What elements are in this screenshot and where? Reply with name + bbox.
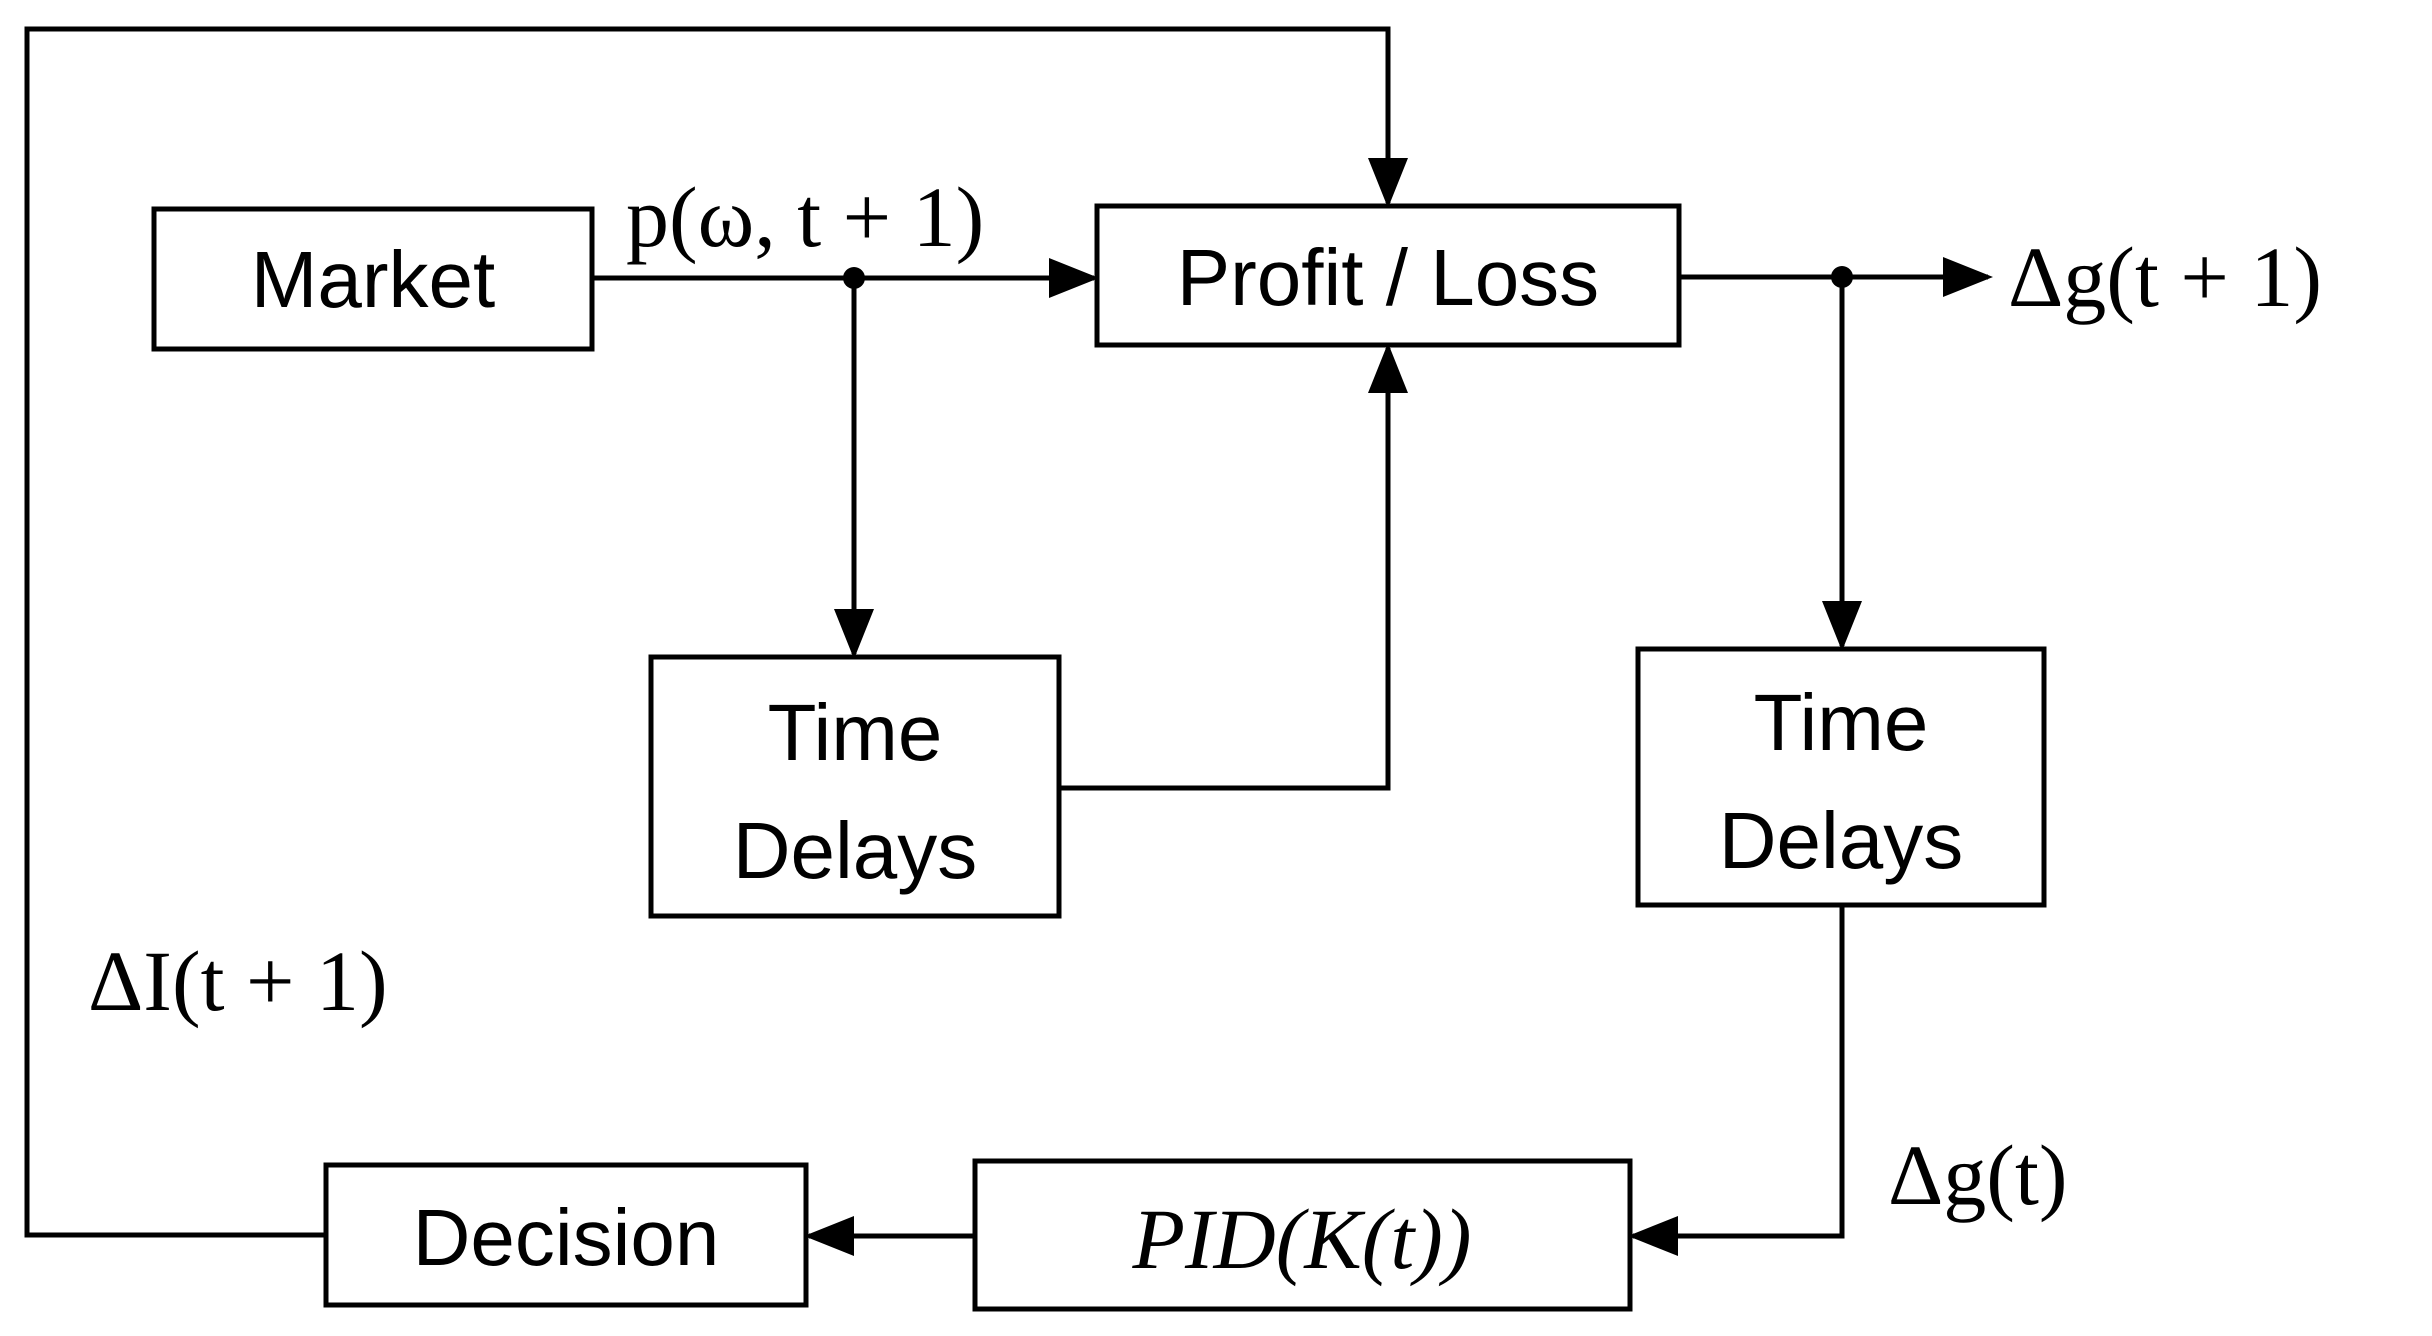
time-delays-right-block: Time Delays	[1635, 646, 2047, 908]
arrow-delays-left-to-profit	[1059, 343, 1408, 791]
time-delays-left-line2: Delays	[733, 806, 978, 895]
gain-delayed-label: Δg(t)	[1888, 1127, 2067, 1223]
arrow-delays-right-to-pid	[1628, 905, 1845, 1256]
profit-loss-block: Profit / Loss	[1094, 203, 1682, 348]
time-delays-left-block: Time Delays	[648, 654, 1062, 919]
pid-label: PID(K(t))	[1131, 1191, 1471, 1287]
junction-dot-price	[843, 267, 865, 289]
investment-signal-label: ΔI(t + 1)	[88, 933, 388, 1029]
time-delays-right-line1: Time	[1754, 678, 1929, 767]
price-signal-label: p(ω, t + 1)	[626, 169, 984, 265]
time-delays-right-line2: Delays	[1719, 796, 1964, 885]
connections	[24, 26, 1993, 1256]
arrow-decision-feedback	[24, 26, 1408, 1238]
junction-dot-gain	[1831, 266, 1853, 288]
gain-output-label: Δg(t + 1)	[2008, 229, 2322, 325]
market-block: Market	[151, 206, 595, 352]
decision-block: Decision	[323, 1162, 809, 1308]
time-delays-left-line1: Time	[768, 688, 943, 777]
market-label: Market	[251, 235, 496, 324]
pid-block: PID(K(t))	[972, 1158, 1633, 1312]
profit-loss-label: Profit / Loss	[1177, 233, 1599, 322]
decision-label: Decision	[413, 1193, 720, 1282]
